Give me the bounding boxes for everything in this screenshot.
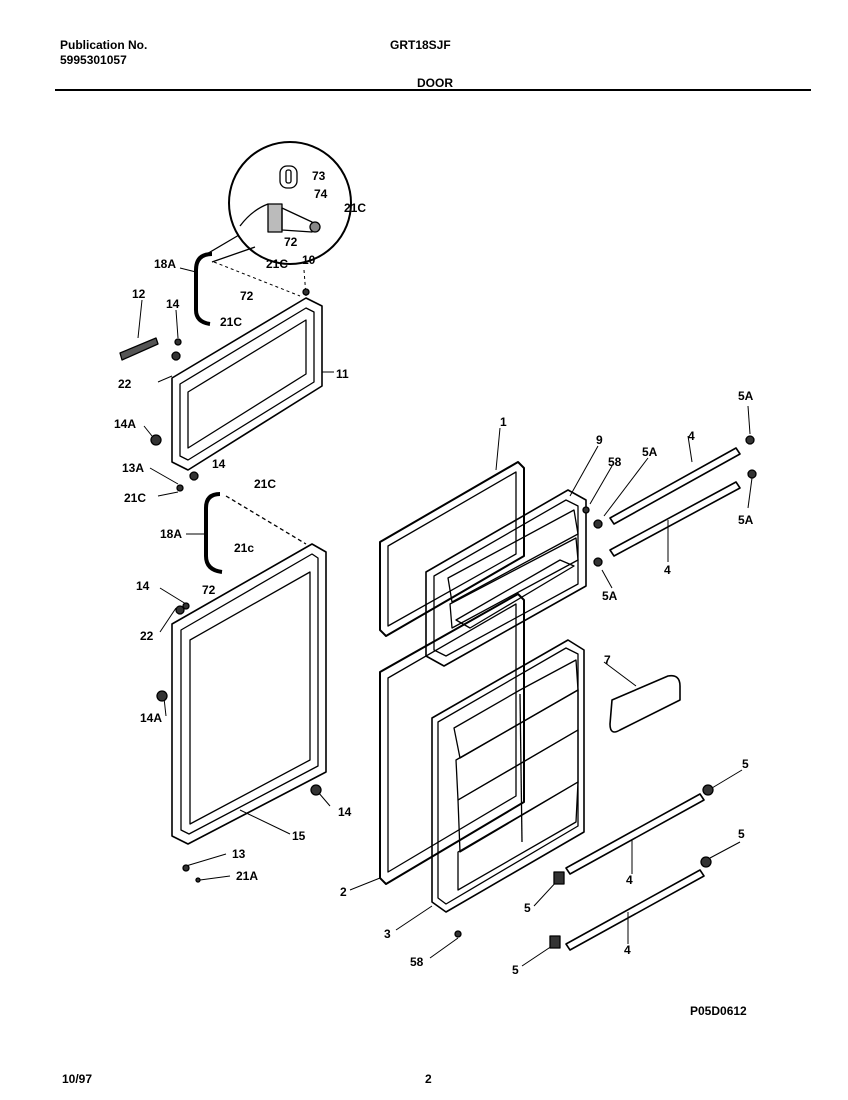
freezer-door-gasket-frame xyxy=(171,297,323,471)
callout-11: 11 xyxy=(336,367,349,381)
section-title: DOOR xyxy=(417,76,453,90)
callout-7: 7 xyxy=(604,653,611,667)
callout-5: 5 xyxy=(742,757,749,771)
callout-22: 22 xyxy=(140,629,154,643)
callout-21C: 21C xyxy=(254,477,276,491)
fresh-food-gasket-frame xyxy=(171,543,327,845)
callout-14: 14 xyxy=(212,457,226,471)
callout-2: 2 xyxy=(340,885,347,899)
callout-4: 4 xyxy=(624,943,631,957)
fresh-food-door-panel xyxy=(431,639,585,913)
fresh-food-door-gasket xyxy=(379,593,525,885)
callout-58: 58 xyxy=(608,455,622,469)
callout-5A: 5A xyxy=(642,445,658,459)
freezer-handle xyxy=(194,252,213,326)
callout-21A: 21A xyxy=(236,869,258,883)
callout-14A: 14A xyxy=(140,711,162,725)
callout-5A: 5A xyxy=(738,389,754,403)
callout-5: 5 xyxy=(512,963,519,977)
callout-14: 14 xyxy=(338,805,352,819)
callout-14A: 14A xyxy=(114,417,136,431)
publication-number: 5995301057 xyxy=(60,53,127,67)
fresh-food-handle xyxy=(204,492,307,574)
callout-21c: 21c xyxy=(234,541,254,555)
callout-5A: 5A xyxy=(738,513,754,527)
freezer-door-panel xyxy=(425,489,587,667)
callout-72: 72 xyxy=(284,235,298,249)
callout-14: 14 xyxy=(166,297,180,311)
callout-14: 14 xyxy=(136,579,150,593)
publication-label: Publication No. xyxy=(60,38,148,52)
hardware-parts xyxy=(150,288,757,949)
callout-72: 72 xyxy=(240,289,254,303)
callout-4: 4 xyxy=(664,563,671,577)
callout-10: 10 xyxy=(302,253,316,267)
callout-9: 9 xyxy=(596,433,603,447)
callout-15: 15 xyxy=(292,829,306,843)
callout-72: 72 xyxy=(202,583,216,597)
callout-13: 13 xyxy=(232,847,246,861)
page-number: 2 xyxy=(425,1072,432,1086)
drawing-code: P05D0612 xyxy=(690,1004,747,1018)
magnifier-inset xyxy=(204,141,352,265)
callout-1: 1 xyxy=(500,415,507,429)
freezer-door-gasket xyxy=(379,461,525,637)
door-handle-trim xyxy=(609,674,681,733)
footer-date: 10/97 xyxy=(62,1072,93,1086)
callout-21C: 21C xyxy=(344,201,366,215)
callout-22: 22 xyxy=(118,377,132,391)
callout-18A: 18A xyxy=(154,257,176,271)
callout-3: 3 xyxy=(384,927,391,941)
callout-21C: 21C xyxy=(220,315,242,329)
callout-21C: 21C xyxy=(266,257,288,271)
callout-5A: 5A xyxy=(602,589,618,603)
callout-4: 4 xyxy=(688,429,695,443)
leader-lines xyxy=(137,261,753,967)
header-rule xyxy=(55,89,811,91)
callout-58: 58 xyxy=(410,955,424,969)
callout-18A: 18A xyxy=(160,527,182,541)
lower-door-rails xyxy=(565,793,705,951)
callout-73: 73 xyxy=(312,169,326,183)
callout-labels: 73 74 21C 72 18A 21C 10 72 12 14 21C 11 … xyxy=(114,169,754,977)
trim-strip xyxy=(119,337,159,361)
callout-4: 4 xyxy=(626,873,633,887)
callout-5: 5 xyxy=(524,901,531,915)
callout-74: 74 xyxy=(314,187,328,201)
callout-12: 12 xyxy=(132,287,146,301)
callout-5: 5 xyxy=(738,827,745,841)
callout-13A: 13A xyxy=(122,461,144,475)
callout-21C: 21C xyxy=(124,491,146,505)
model-number: GRT18SJF xyxy=(390,38,451,52)
upper-door-rails xyxy=(609,447,741,557)
